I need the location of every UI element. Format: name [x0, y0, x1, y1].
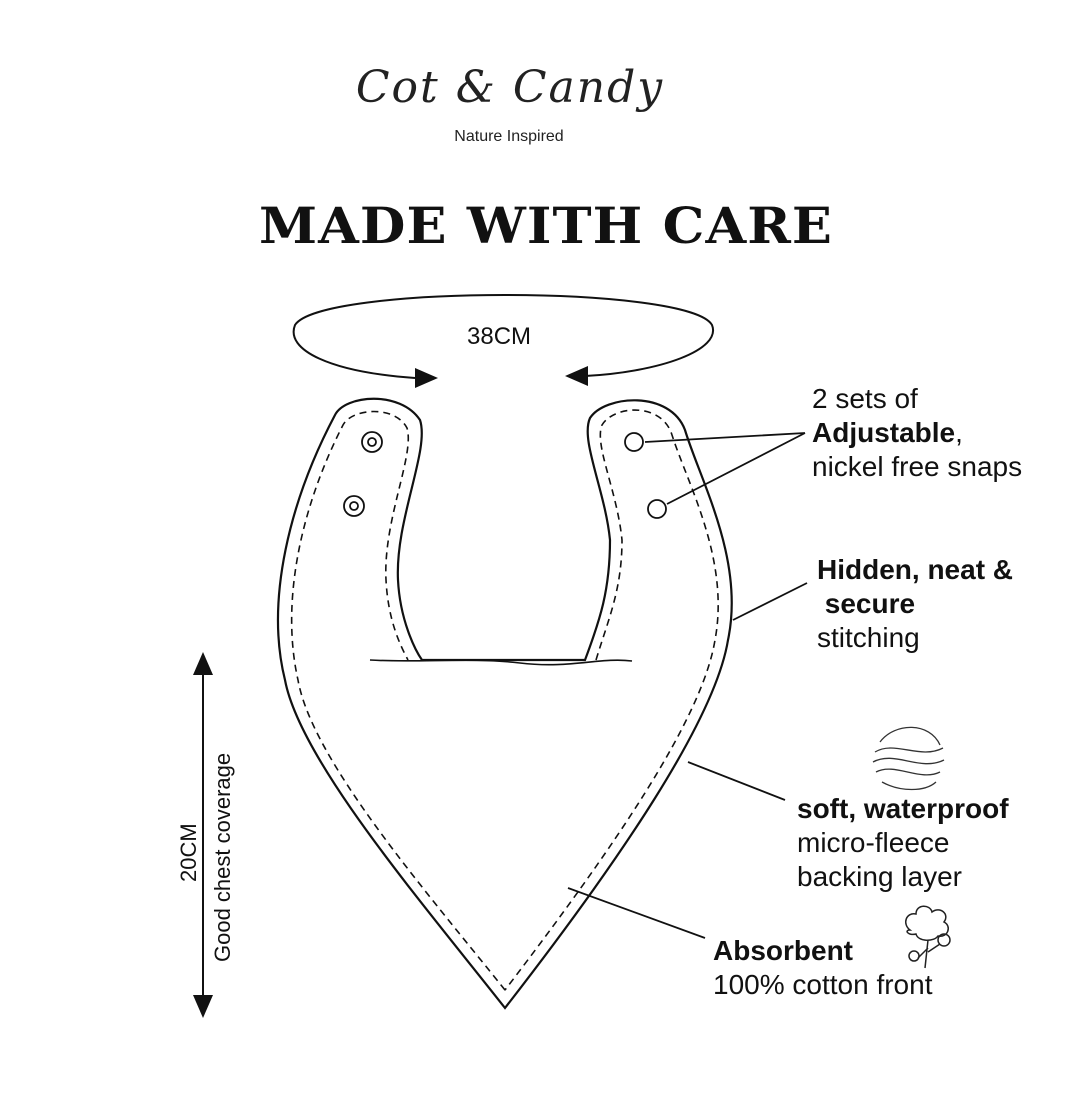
- leader-backing: [687, 761, 786, 801]
- length-measurement: 20CM: [176, 823, 201, 882]
- callout-snaps: 2 sets of Adjustable, nickel free snaps: [812, 382, 1022, 484]
- leader-front: [567, 887, 706, 939]
- callout-snaps-line3: nickel free snaps: [812, 451, 1023, 482]
- callout-backing: soft, waterproof micro-fleece backing la…: [797, 792, 1009, 894]
- neck-measurement: 38CM: [467, 323, 532, 350]
- brand-tagline: Nature Inspired: [454, 128, 564, 145]
- leader-snaps: [644, 432, 806, 505]
- bib-outline: [276, 397, 733, 1010]
- arrowhead-right: [565, 366, 588, 386]
- callout-backing-line2: micro-fleece: [797, 827, 950, 858]
- callout-snaps-bold: Adjustable: [812, 417, 956, 448]
- callout-front-line1: Absorbent: [713, 935, 853, 966]
- brand-logo: Cot & Candy: [355, 62, 665, 113]
- callout-backing-line3: backing layer: [797, 861, 962, 892]
- callout-front-line2: 100% cotton front: [713, 969, 933, 1000]
- length-note: Good chest coverage: [210, 752, 235, 962]
- callout-snaps-suffix: ,: [955, 417, 963, 448]
- callout-stitching: Hidden, neat & secure stitching: [817, 553, 1013, 655]
- page-title: MADE WITH CARE: [258, 196, 833, 255]
- stitching-dashed: [290, 409, 719, 991]
- callout-stitching-line2: secure: [817, 588, 916, 619]
- neck-arrow: [292, 294, 715, 379]
- callout-snaps-line1: 2 sets of: [812, 383, 918, 414]
- leader-stitching: [732, 582, 808, 621]
- neckline: [369, 659, 633, 666]
- snap-icon: [343, 431, 667, 519]
- callout-stitching-line1: Hidden, neat &: [817, 554, 1014, 585]
- fleece-icon: [872, 726, 945, 791]
- arrowhead-left: [415, 368, 438, 388]
- callout-front: Absorbent 100% cotton front: [713, 934, 932, 1002]
- cotton-flower-icon: [905, 905, 951, 969]
- callout-backing-line1: soft, waterproof: [797, 793, 1009, 824]
- callout-stitching-line3: stitching: [817, 622, 920, 653]
